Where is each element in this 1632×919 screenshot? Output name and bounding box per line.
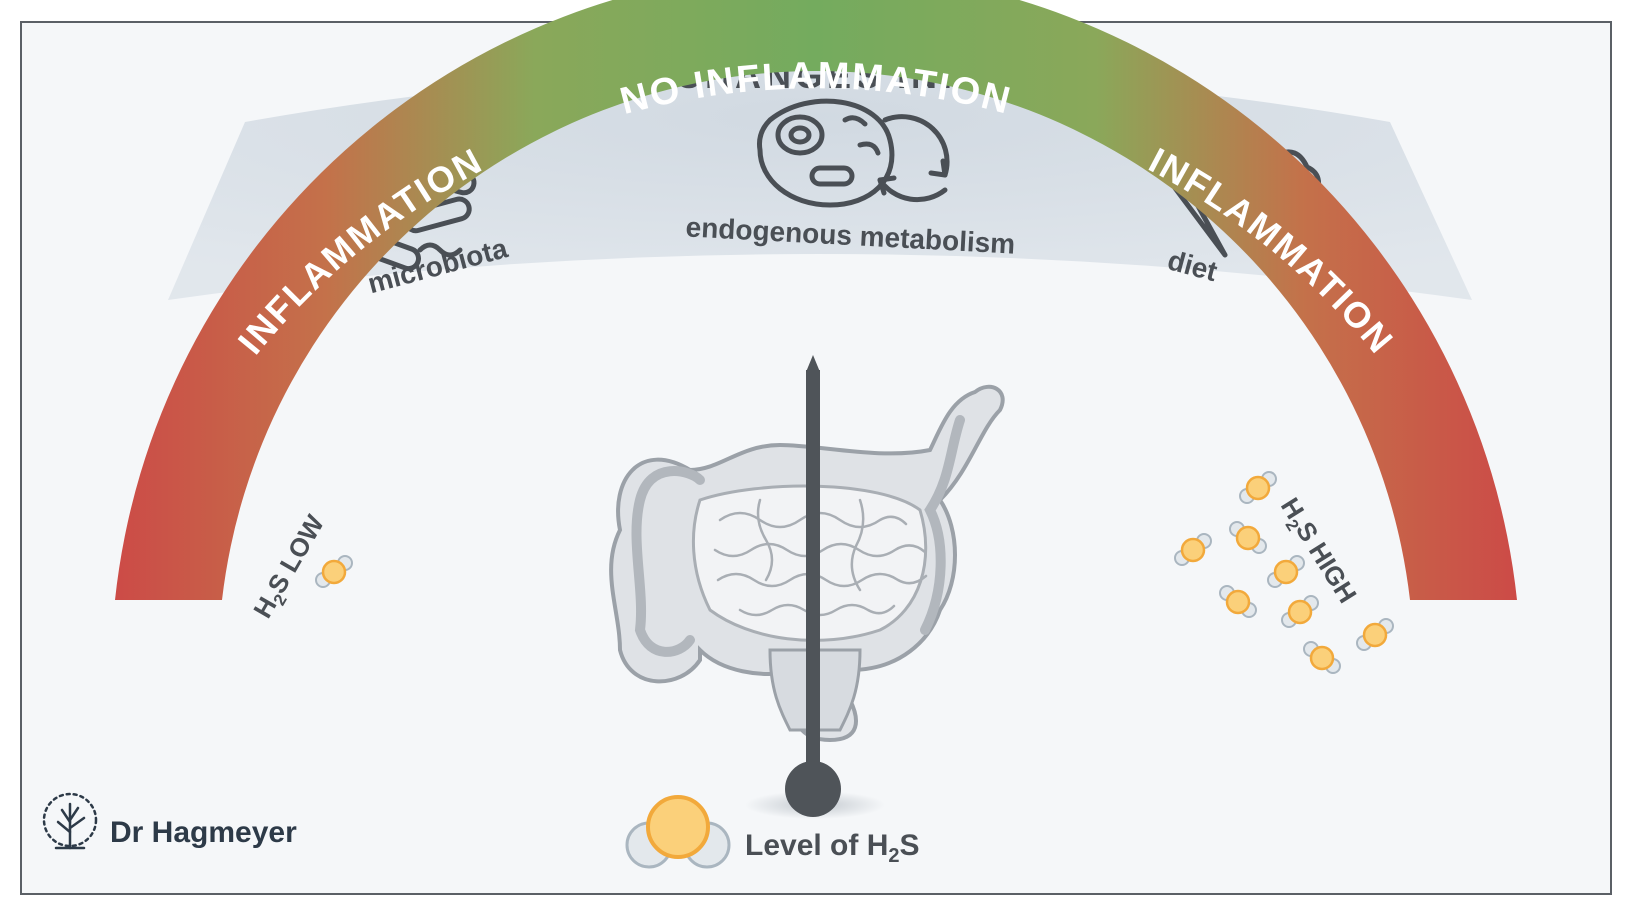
h2s-molecule-icon bbox=[1229, 521, 1267, 554]
h2s-molecule-icon bbox=[1356, 618, 1394, 651]
h2s-molecule-icon bbox=[1174, 533, 1212, 566]
h2s-molecule-icon bbox=[315, 555, 353, 588]
legend-label: Level of H2S bbox=[745, 829, 920, 867]
h2s-molecule-icon bbox=[1239, 471, 1277, 504]
h2s-molecules-low bbox=[315, 555, 353, 588]
brand: Dr Hagmeyer bbox=[42, 792, 297, 850]
cell-cycle-icon bbox=[757, 98, 950, 208]
h2s-molecule-icon bbox=[1281, 595, 1319, 628]
gauge-needle bbox=[745, 355, 885, 819]
inflammation-gauge-arc bbox=[115, 0, 1517, 600]
h2s-molecules-high bbox=[1174, 471, 1394, 674]
h2s-molecule-icon bbox=[625, 795, 731, 869]
tree-logo-icon bbox=[42, 792, 98, 850]
h2s-molecule-icon bbox=[1219, 585, 1257, 618]
needle-pivot bbox=[785, 761, 841, 817]
h2s-molecule-icon bbox=[1303, 641, 1341, 674]
brand-name: Dr Hagmeyer bbox=[110, 816, 297, 849]
legend: Level of H2S bbox=[625, 795, 920, 869]
h2s-molecule-icon bbox=[1267, 555, 1305, 588]
